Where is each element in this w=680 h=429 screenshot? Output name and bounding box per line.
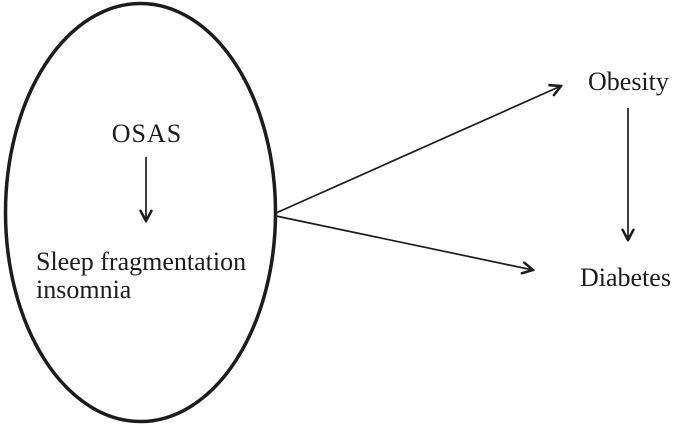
- osas-ellipse: [3, 1, 278, 424]
- sleep-fragmentation-label: Sleep fragmentation: [36, 247, 246, 276]
- obesity-label: Obesity: [588, 67, 669, 96]
- arrow-ellipse-to-diabetes-icon: [275, 215, 533, 270]
- osas-label: OSAS: [112, 119, 182, 148]
- insomnia-label: insomnia: [36, 275, 132, 304]
- arrow-ellipse-to-obesity-icon: [275, 86, 561, 214]
- diabetes-label: Diabetes: [580, 263, 671, 292]
